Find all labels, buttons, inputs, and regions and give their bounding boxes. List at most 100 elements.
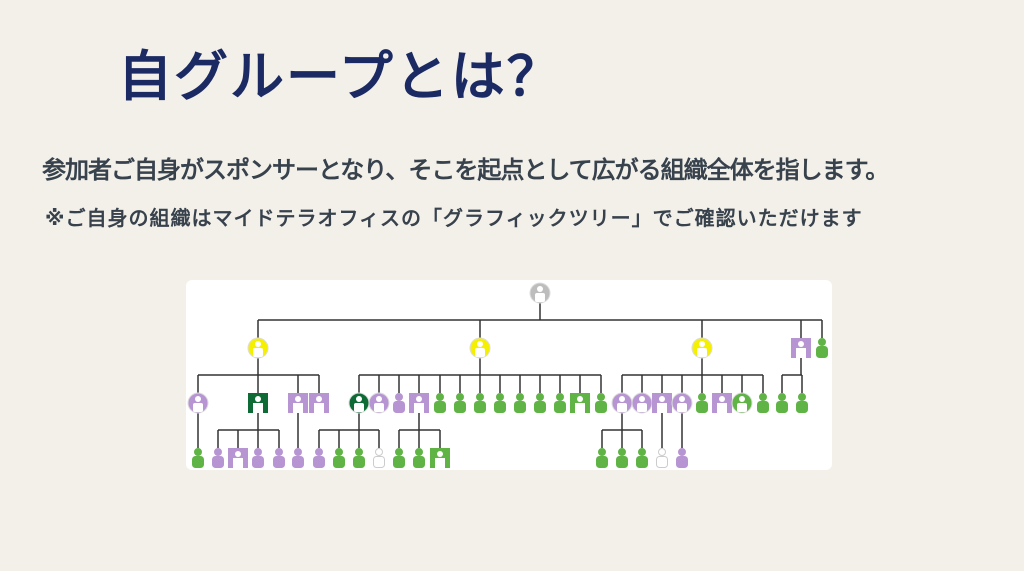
- person-icon: [254, 448, 262, 456]
- person-icon: [375, 448, 383, 456]
- person-head: [416, 396, 422, 402]
- person-icon: [516, 393, 524, 401]
- person-body: [393, 456, 405, 468]
- person-body: [354, 403, 364, 412]
- person-head: [255, 396, 261, 402]
- person-icon: [798, 393, 806, 401]
- person-body: [534, 401, 546, 413]
- person-body: [697, 348, 707, 357]
- person-body: [314, 403, 324, 413]
- person-head: [295, 396, 301, 402]
- person-head: [798, 341, 804, 347]
- person-body: [796, 401, 808, 413]
- person-body: [737, 403, 747, 412]
- person-body: [413, 456, 425, 468]
- person-icon: [618, 448, 626, 456]
- person-body: [233, 458, 243, 468]
- person-body: [657, 403, 667, 413]
- person-head: [639, 396, 645, 402]
- person-head: [619, 396, 625, 402]
- person-icon: [598, 448, 606, 456]
- person-body: [475, 348, 485, 357]
- person-body: [494, 401, 506, 413]
- person-head: [437, 451, 443, 457]
- person-icon: [436, 393, 444, 401]
- person-body: [292, 456, 304, 468]
- person-body: [313, 456, 325, 468]
- person-head: [255, 341, 261, 347]
- person-body: [193, 403, 203, 412]
- person-body: [676, 456, 688, 468]
- tree-svg: [187, 282, 828, 468]
- person-body: [535, 293, 545, 302]
- person-body: [273, 456, 285, 468]
- person-icon: [476, 393, 484, 401]
- person-body: [656, 456, 668, 468]
- note-text: ※ご自身の組織はマイドテラオフィスの「グラフィックツリー」でご確認いただけます: [45, 206, 863, 230]
- person-head: [577, 396, 583, 402]
- person-body: [333, 456, 345, 468]
- person-body: [696, 401, 708, 413]
- person-body: [192, 456, 204, 468]
- person-body: [616, 456, 628, 468]
- person-head: [235, 451, 241, 457]
- person-body: [212, 456, 224, 468]
- person-icon: [395, 393, 403, 401]
- person-icon: [759, 393, 767, 401]
- person-icon: [698, 393, 706, 401]
- person-body: [816, 346, 828, 358]
- person-icon: [778, 393, 786, 401]
- person-head: [316, 396, 322, 402]
- person-icon: [536, 393, 544, 401]
- person-icon: [658, 448, 666, 456]
- person-icon: [556, 393, 564, 401]
- person-body: [554, 401, 566, 413]
- person-body: [617, 403, 627, 412]
- person-icon: [456, 393, 464, 401]
- person-head: [537, 286, 543, 292]
- person-head: [719, 396, 725, 402]
- person-body: [253, 348, 263, 357]
- person-head: [376, 396, 382, 402]
- person-body: [757, 401, 769, 413]
- person-head: [699, 341, 705, 347]
- person-body: [796, 348, 806, 358]
- person-icon: [597, 393, 605, 401]
- description-text: 参加者ご自身がスポンサーとなり、そこを起点として広がる組織全体を指します。: [42, 156, 889, 184]
- person-body: [595, 401, 607, 413]
- person-head: [679, 396, 685, 402]
- person-icon: [415, 448, 423, 456]
- person-body: [434, 401, 446, 413]
- person-icon: [315, 448, 323, 456]
- person-body: [596, 456, 608, 468]
- person-icon: [194, 448, 202, 456]
- person-body: [776, 401, 788, 413]
- person-icon: [496, 393, 504, 401]
- person-head: [477, 341, 483, 347]
- person-body: [353, 456, 365, 468]
- person-icon: [355, 448, 363, 456]
- person-body: [677, 403, 687, 412]
- group-tree-diagram: [186, 280, 832, 470]
- person-icon: [818, 338, 826, 346]
- person-body: [636, 456, 648, 468]
- person-body: [435, 458, 445, 468]
- person-body: [393, 401, 405, 413]
- page-title: 自グループとは？: [118, 45, 563, 108]
- person-body: [252, 456, 264, 468]
- person-icon: [678, 448, 686, 456]
- person-icon: [335, 448, 343, 456]
- person-body: [474, 401, 486, 413]
- person-body: [414, 403, 424, 413]
- person-body: [575, 403, 585, 413]
- person-body: [373, 456, 385, 468]
- person-body: [454, 401, 466, 413]
- person-icon: [395, 448, 403, 456]
- person-head: [195, 396, 201, 402]
- person-body: [293, 403, 303, 413]
- person-body: [374, 403, 384, 412]
- person-icon: [275, 448, 283, 456]
- person-icon: [638, 448, 646, 456]
- person-body: [717, 403, 727, 413]
- person-head: [659, 396, 665, 402]
